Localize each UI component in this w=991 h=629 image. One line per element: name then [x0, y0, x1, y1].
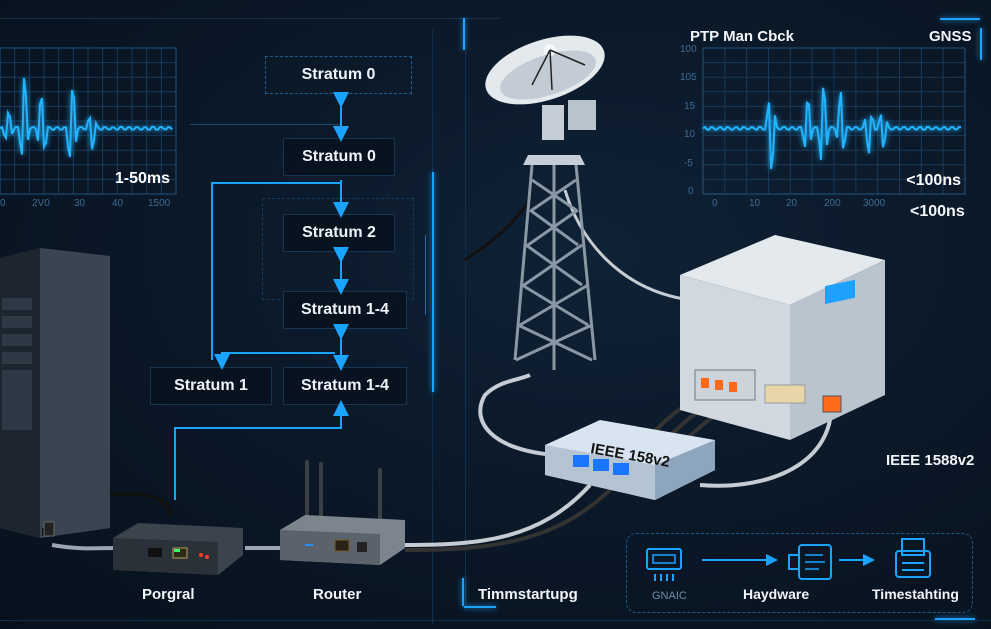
flow-step-gnaic: GNAIC — [652, 590, 687, 602]
flow-arrow-icon — [839, 554, 875, 566]
right-y-tick: 0 — [688, 186, 694, 197]
right-y-tick: 105 — [680, 72, 697, 83]
right-x-tick: 10 — [749, 198, 761, 209]
accent-bar-vertical — [432, 172, 434, 392]
router-icon — [280, 460, 405, 565]
right-x-tick: 200 — [824, 198, 841, 209]
stratum-box-left[interactable]: Stratum 1 — [150, 367, 272, 405]
timestamp-bracket-base — [464, 606, 496, 608]
left-chart-latency-label: 1-50ms — [114, 170, 170, 187]
left-latency-chart: 1-50ms — [0, 47, 177, 195]
chart-border — [0, 47, 177, 195]
portal-label: Porgral — [142, 586, 195, 603]
right-y-tick: -5 — [684, 158, 693, 169]
accent-bracket-topright — [940, 18, 980, 20]
grandmaster-label: IEEE 1588v2 — [886, 452, 975, 469]
left-x-tick: 0 — [0, 198, 6, 209]
accent-bracket-bottomright — [935, 618, 975, 620]
timestamping-label: Timmstartupg — [478, 586, 578, 603]
right-latency-chart: <100ns — [702, 47, 966, 195]
stratum-box-bottom[interactable]: Stratum 1-4 — [283, 367, 407, 405]
right-chart-latency-inner: <100ns — [906, 172, 961, 189]
timestamp-bracket — [462, 578, 464, 606]
right-y-tick: 15 — [684, 101, 696, 112]
right-chart-svg — [702, 47, 966, 195]
stratum-box-third[interactable]: Stratum 2 — [283, 214, 395, 252]
connector-line — [190, 124, 340, 125]
arrow-to-stratum1 — [214, 352, 335, 370]
right-x-tick: 3000 — [863, 198, 886, 209]
frame-line-bottom — [0, 620, 991, 621]
frame-divider-right — [465, 50, 466, 610]
flow-step-timestamping: Timestahting — [872, 586, 959, 602]
left-x-tick: 1500 — [148, 198, 171, 209]
grandmaster-clock-icon — [680, 235, 885, 440]
right-chart-latency-outer: <100ns — [910, 203, 965, 220]
right-y-tick: 10 — [684, 129, 696, 140]
flow-step-hardware: Haydware — [743, 586, 810, 602]
right-x-tick: 0 — [712, 198, 718, 209]
left-chart-svg — [0, 47, 177, 195]
left-x-tick: 2V0 — [32, 198, 50, 209]
right-x-tick: 20 — [786, 198, 798, 209]
hardware-module-icon — [788, 544, 832, 580]
left-x-tick: 40 — [112, 198, 124, 209]
stratum-box-second[interactable]: Stratum 0 — [283, 138, 395, 176]
right-chart-title: PTP Man Cbck — [690, 28, 794, 45]
ieee-switch-icon: IEEE 158v2 — [545, 420, 715, 500]
left-x-tick: 30 — [74, 198, 86, 209]
router-label: Router — [313, 586, 362, 603]
chart-border — [702, 47, 966, 195]
flow-arrow-icon — [702, 554, 778, 566]
gnss-source-label: GNSS — [929, 28, 972, 45]
accent-bracket-right — [980, 28, 982, 60]
nic-card-icon — [646, 548, 682, 581]
waveform-line — [0, 78, 173, 158]
timestamp-printer-icon — [895, 538, 931, 578]
stratum-box-top[interactable]: Stratum 0 — [265, 56, 412, 94]
frame-line-top — [0, 18, 500, 19]
waveform-line — [702, 87, 962, 170]
gnss-antenna-tower-icon — [485, 35, 605, 370]
stratum-box-fourth[interactable]: Stratum 1-4 — [283, 291, 407, 329]
server-tower-icon — [0, 248, 110, 538]
accent-bar-secondary — [425, 235, 426, 315]
timestamp-flow-panel — [626, 533, 973, 613]
accent-bracket-top — [463, 18, 465, 50]
right-y-tick: 100 — [680, 44, 697, 55]
portal-device-icon — [113, 523, 243, 575]
